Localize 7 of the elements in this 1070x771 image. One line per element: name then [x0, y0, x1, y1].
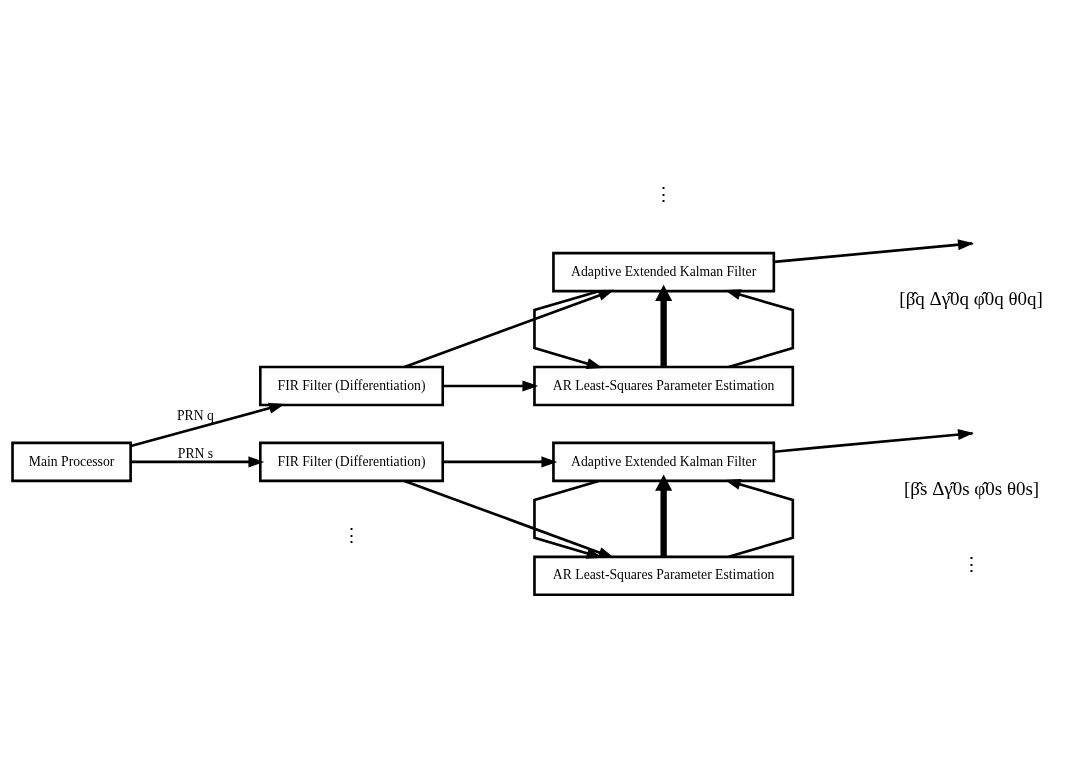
label: [β̂s Δγ̂0s φ̂0s θ0s] — [904, 477, 1040, 499]
label: ⋮ — [961, 553, 981, 575]
label: ⋮ — [654, 183, 674, 205]
label: ⋮ — [342, 524, 362, 546]
label: [β̂q Δγ̂0q φ̂0q θ0q] — [899, 287, 1043, 309]
edge-label: PRN s — [177, 445, 214, 461]
edge-label: PRN q — [177, 407, 214, 423]
